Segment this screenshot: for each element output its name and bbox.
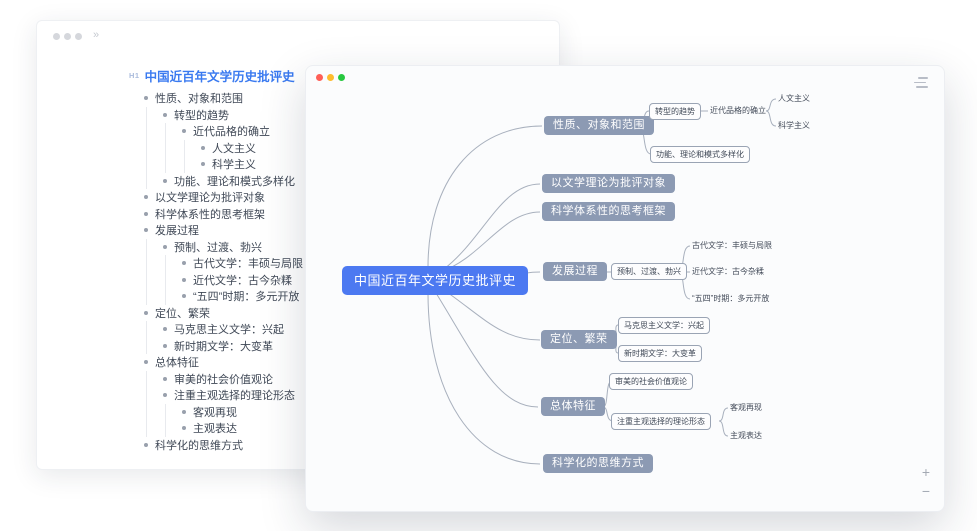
- outline-item: 定位、繁荣 马克思主义文学：兴起 新时期文学：大变革: [144, 305, 303, 355]
- mindmap-root-node[interactable]: 中国近百年文学历史批评史: [342, 266, 529, 295]
- outline-row[interactable]: 发展过程: [144, 222, 303, 239]
- outline-item: 转型的趋势 近代品格的确立: [163, 107, 303, 173]
- bullet-icon[interactable]: [201, 162, 205, 167]
- document-title: 中国近百年文学历史批评史: [144, 69, 295, 84]
- mindmap-node-objective-representation[interactable]: 客观再现: [730, 403, 762, 412]
- outline-row[interactable]: 近代品格的确立: [182, 123, 303, 140]
- mindmap-node-may-fourth[interactable]: “五四”时期：多元开放: [692, 294, 770, 303]
- bullet-icon[interactable]: [144, 442, 148, 447]
- bullet-icon[interactable]: [182, 261, 186, 266]
- close-button[interactable]: [316, 74, 323, 81]
- outline-row[interactable]: 性质、对象和范围: [144, 90, 303, 107]
- bullet-icon[interactable]: [144, 96, 148, 101]
- mindmap-node-function-diversity[interactable]: 功能、理论和模式多样化: [650, 146, 750, 163]
- mindmap-node-phases[interactable]: 预制、过渡、勃兴: [611, 263, 687, 280]
- outline-row[interactable]: 马克思主义文学：兴起: [163, 321, 303, 338]
- outline-row[interactable]: 转型的趋势: [163, 107, 303, 124]
- mindmap-node-new-era-literature[interactable]: 新时期文学：大变革: [618, 345, 702, 362]
- outline-row[interactable]: 客观再现: [182, 404, 303, 421]
- zoom-out-button[interactable]: −: [921, 483, 930, 499]
- bullet-icon[interactable]: [163, 376, 167, 381]
- minimize-button[interactable]: [327, 74, 334, 81]
- outline-row[interactable]: 审美的社会价值观论: [163, 371, 303, 388]
- outline-row[interactable]: 古代文学：丰硕与局限: [182, 255, 303, 272]
- minimize-button[interactable]: [64, 33, 71, 40]
- outline-row[interactable]: 科学主义: [201, 156, 303, 173]
- mindmap-branch-positioning[interactable]: 定位、繁荣: [541, 330, 617, 349]
- mindmap-node-ancient-literature[interactable]: 古代文学：丰硕与局限: [692, 241, 772, 250]
- bullet-icon[interactable]: [163, 327, 167, 332]
- outline-row[interactable]: 近代文学：古今杂糅: [182, 272, 303, 289]
- outline-list: 性质、对象和范围 转型的趋势: [144, 90, 303, 453]
- mindmap-branch-scientific-framework[interactable]: 科学体系性的思考框架: [542, 202, 675, 221]
- window-controls: [53, 33, 82, 40]
- outline-row[interactable]: 以文学理论为批评对象: [144, 189, 303, 206]
- bullet-icon[interactable]: [163, 112, 167, 117]
- outline-item: 性质、对象和范围 转型的趋势: [144, 90, 303, 189]
- document-body: H1 中国近百年文学历史批评史 性质、对象和范围 转型的趋势: [129, 65, 303, 453]
- outline-row[interactable]: 主观表达: [182, 420, 303, 437]
- mindmap-node-subjective-theory[interactable]: 注重主观选择的理论形态: [611, 413, 711, 430]
- mindmap-node-subjective-expression[interactable]: 主观表达: [730, 431, 762, 440]
- mindmap-canvas[interactable]: 中国近百年文学历史批评史 性质、对象和范围 转型的趋势 近代品格的确立 人文主义…: [306, 66, 946, 513]
- mindmap-branch-scientific-thinking[interactable]: 科学化的思维方式: [543, 454, 653, 473]
- outline-row[interactable]: 总体特征: [144, 354, 303, 371]
- bullet-icon[interactable]: [163, 393, 167, 398]
- outline-row[interactable]: 注重主观选择的理论形态: [163, 387, 303, 404]
- bullet-icon[interactable]: [182, 277, 186, 282]
- outline-item: 注重主观选择的理论形态 客观再现 主观表达: [163, 387, 303, 437]
- outline-row[interactable]: 新时期文学：大变革: [163, 338, 303, 355]
- bullet-icon[interactable]: [144, 310, 148, 315]
- bullet-icon[interactable]: [163, 178, 167, 183]
- mindmap-branch-development[interactable]: 发展过程: [543, 262, 607, 281]
- outline-row[interactable]: “五四”时期：多元开放: [182, 288, 303, 305]
- h1-tag: H1: [129, 70, 140, 80]
- back-window-titlebar[interactable]: »: [37, 21, 559, 49]
- hamburger-menu-icon[interactable]: [912, 77, 928, 88]
- bullet-icon[interactable]: [182, 129, 186, 134]
- mindmap-node-aesthetic-value[interactable]: 审美的社会价值观论: [609, 373, 693, 390]
- outline-row[interactable]: 功能、理论和模式多样化: [163, 173, 303, 190]
- mindmap-branch-nature-scope[interactable]: 性质、对象和范围: [544, 116, 654, 135]
- bullet-icon[interactable]: [144, 211, 148, 216]
- close-button[interactable]: [53, 33, 60, 40]
- zoom-button[interactable]: [338, 74, 345, 81]
- mindmap-node-modern-literature[interactable]: 近代文学：古今杂糅: [692, 267, 764, 276]
- mindmap-node-marxist-literature[interactable]: 马克思主义文学：兴起: [618, 317, 710, 334]
- mindmap-node-transition-trend[interactable]: 转型的趋势: [649, 103, 701, 120]
- document-title-row[interactable]: H1 中国近百年文学历史批评史: [129, 65, 303, 85]
- mindmap-node-humanism[interactable]: 人文主义: [778, 94, 810, 103]
- mindmap-branch-theory-as-object[interactable]: 以文学理论为批评对象: [542, 174, 675, 193]
- bullet-icon[interactable]: [144, 195, 148, 200]
- outline-item: 总体特征 审美的社会价值观论 注重主观选择的理论形态: [144, 354, 303, 437]
- mindmap-node-scientism[interactable]: 科学主义: [778, 121, 810, 130]
- mindmap-window: 中国近百年文学历史批评史 性质、对象和范围 转型的趋势 近代品格的确立 人文主义…: [305, 65, 945, 512]
- bullet-icon[interactable]: [182, 294, 186, 299]
- bullet-icon[interactable]: [182, 426, 186, 431]
- bullet-icon[interactable]: [163, 343, 167, 348]
- zoom-button[interactable]: [75, 33, 82, 40]
- mindmap-branch-overall-features[interactable]: 总体特征: [541, 397, 605, 416]
- outline-row[interactable]: 预制、过渡、勃兴: [163, 239, 303, 256]
- bullet-icon[interactable]: [144, 228, 148, 233]
- bullet-icon[interactable]: [163, 244, 167, 249]
- window-controls: [316, 74, 345, 81]
- bullet-icon[interactable]: [201, 145, 205, 150]
- bullet-icon[interactable]: [144, 360, 148, 365]
- mindmap-node-modern-character[interactable]: 近代品格的确立: [710, 106, 766, 115]
- chevron-right-icon[interactable]: »: [93, 29, 100, 41]
- outline-item: 发展过程 预制、过渡、勃兴 古代文学：丰硕与局限: [144, 222, 303, 305]
- outline-row[interactable]: 科学体系性的思考框架: [144, 206, 303, 223]
- outline-item: 预制、过渡、勃兴 古代文学：丰硕与局限 近代文学：古今杂糅: [163, 239, 303, 305]
- outline-row[interactable]: 定位、繁荣: [144, 305, 303, 322]
- outline-row[interactable]: 人文主义: [201, 140, 303, 157]
- bullet-icon[interactable]: [182, 409, 186, 414]
- outline-row[interactable]: 科学化的思维方式: [144, 437, 303, 454]
- zoom-in-button[interactable]: +: [921, 464, 930, 480]
- outline-item: 近代品格的确立 人文主义: [182, 123, 303, 173]
